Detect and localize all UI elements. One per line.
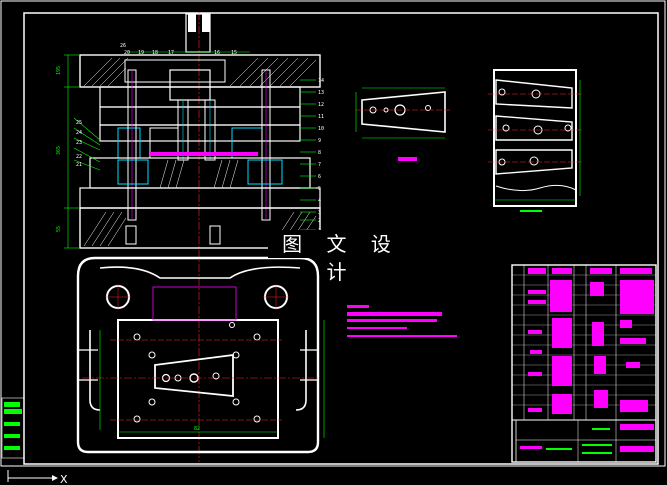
part-number-left: 24 <box>76 130 82 136</box>
ucs-axis-icon <box>7 470 58 482</box>
part-number-left: 22 <box>76 154 82 160</box>
part-number-right: 9 <box>318 138 321 144</box>
part-number-right: 12 <box>318 102 324 108</box>
part-number-right: 5 <box>318 186 321 192</box>
side-stamp-block <box>1 397 25 459</box>
plan-view <box>76 256 325 454</box>
part-number-right: 3 <box>318 210 321 216</box>
part-number-right: 13 <box>318 90 324 96</box>
dimension-label: 195 <box>56 66 62 75</box>
part-number-top: 15 <box>231 50 237 56</box>
part-number-right: 2 <box>318 218 321 224</box>
axis-x-label: X <box>60 473 68 485</box>
part-number-top: 16 <box>214 50 220 56</box>
part-number-left: 23 <box>76 140 82 146</box>
part-number-right: 4 <box>318 198 321 204</box>
part-number-top: 19 <box>138 50 144 56</box>
part-number-top: 17 <box>168 50 174 56</box>
outer-frame <box>0 0 666 467</box>
title-block <box>511 264 657 463</box>
part-number-right: 14 <box>318 78 324 84</box>
part-number-right: 6 <box>318 174 321 180</box>
strip-part-view <box>355 87 452 161</box>
part-number-right: 7 <box>318 162 321 168</box>
part-number-top: 20 <box>124 50 130 56</box>
part-number-left: 25 <box>76 120 82 126</box>
part-number-top: 18 <box>152 50 158 56</box>
technical-notes <box>347 305 457 337</box>
dimension-label: 82 <box>194 426 200 432</box>
part-number-top: 26 <box>120 43 126 49</box>
watermark: 图 文 设 计 <box>268 230 414 284</box>
part-number-left: 21 <box>76 162 82 168</box>
dimension-label: 55 <box>56 226 62 232</box>
dimension-label: 365 <box>56 146 62 155</box>
part-number-right: 10 <box>318 126 324 132</box>
front-section-view <box>64 12 321 462</box>
inner-frame <box>23 12 659 465</box>
part-number-right: 11 <box>318 114 324 120</box>
part-number-right: 8 <box>318 150 321 156</box>
strip-layout-view <box>488 69 582 212</box>
